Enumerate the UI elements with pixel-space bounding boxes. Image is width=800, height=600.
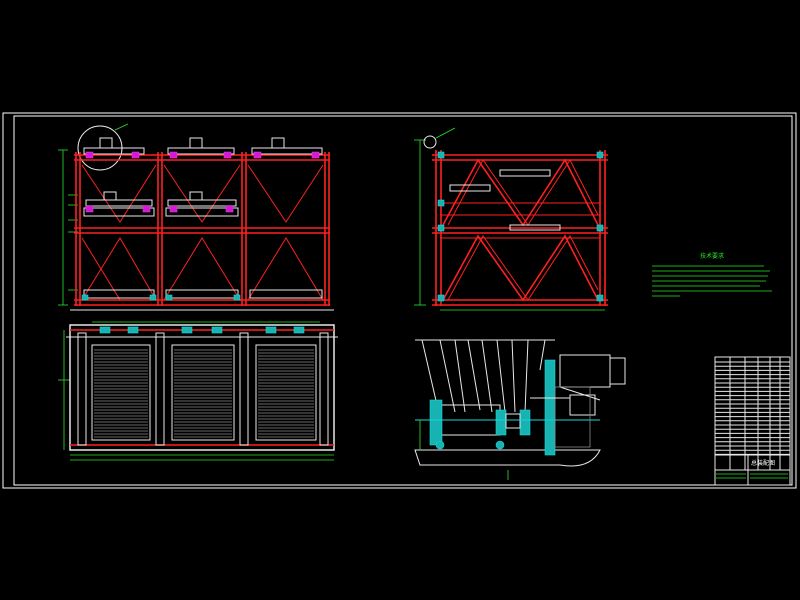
- drive-detail-section: [414, 339, 626, 480]
- plan-view: [58, 321, 338, 461]
- motor-unit-mid-2: [167, 191, 237, 213]
- technical-notes: 技术要求: [652, 252, 772, 297]
- motor-unit-top-1: [83, 137, 145, 159]
- pallet-grating-lines: [94, 349, 314, 438]
- front-elevation-view: [58, 123, 334, 311]
- title-block: 总装配图: [714, 356, 791, 486]
- title-block-label: 总装配图: [751, 459, 775, 467]
- motor-unit-top-2: [167, 137, 235, 159]
- title-block-green-cells: [716, 473, 788, 479]
- side-elevation-view: [414, 127, 608, 311]
- notes-title: 技术要求: [700, 252, 724, 260]
- parts-list-rows: [715, 361, 790, 455]
- inner-frame: [13, 115, 793, 486]
- motor-unit-mid-1: [85, 191, 153, 213]
- outer-frame: [2, 112, 797, 489]
- drive-motor: [559, 354, 611, 388]
- motor-unit-top-3: [251, 137, 323, 159]
